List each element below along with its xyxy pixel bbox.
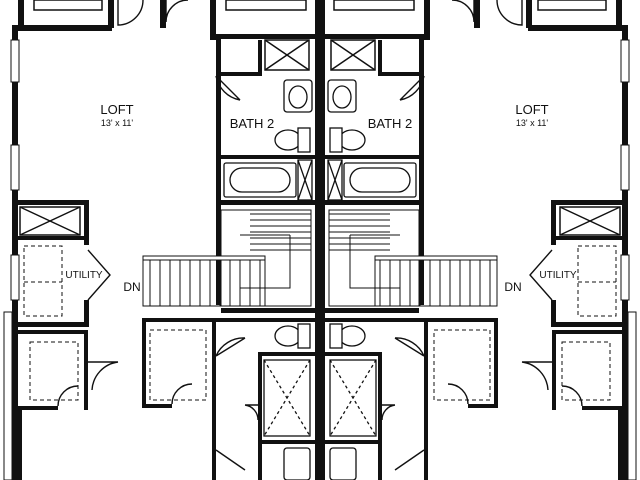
walls [12,0,628,480]
stairs-right [328,209,498,307]
exterior-siding [3,311,637,480]
bath-fixtures [223,79,417,480]
loft-left-dimension: 13' x 11' [101,118,134,128]
stair-arrows [240,234,400,289]
door-swings [57,0,583,471]
loft-right-dimension: 13' x 11' [516,118,549,128]
stairs-left [142,209,312,307]
stair-treads [149,213,491,306]
utility-left-label: UTILITY [65,270,103,281]
loft-right-label: LOFT [515,102,548,117]
loft-left-label: LOFT [100,102,133,117]
stair-down-right-label: DN [504,280,521,294]
closet-dashed [23,245,617,401]
stair-down-left-label: DN [123,280,140,294]
utility-right-label: UTILITY [539,270,577,281]
windows [10,39,630,301]
hvac-boxes [19,0,621,236]
bath-2-right-label: BATH 2 [368,116,413,131]
room-labels: LOFT 13' x 11' LOFT 13' x 11' BATH 2 BAT… [65,102,577,294]
bath-2-left-label: BATH 2 [230,116,275,131]
